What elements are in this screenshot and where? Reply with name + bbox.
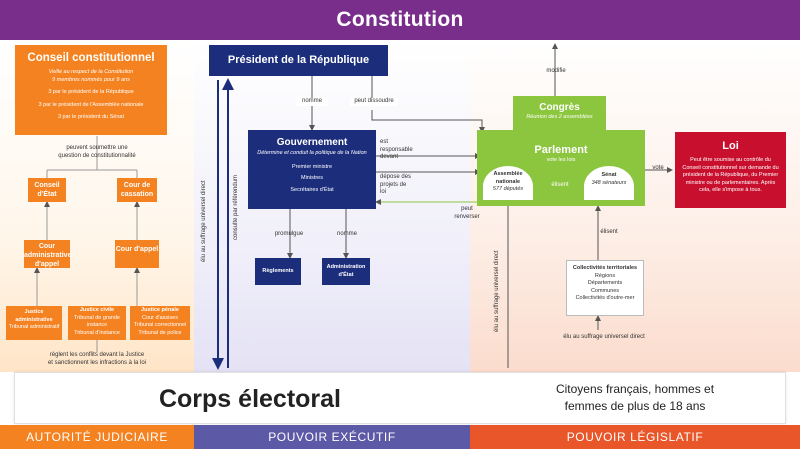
ca-box: Cour d'appel — [115, 240, 159, 268]
coll-line-4: Collectivités d'outre-mer — [575, 295, 635, 301]
elu-direct-label: élu au suffrage universel direct — [201, 180, 207, 262]
congres-box: Congrès Réunion des 2 assemblées — [513, 96, 606, 130]
responsable-label: est responsable devant — [380, 139, 413, 160]
footer-legislative: POUVOIR LÉGISLATIF — [470, 425, 800, 449]
gouvernement-box: Gouvernement Détermine et conduit la pol… — [248, 130, 376, 209]
coll-line-1: Régions — [594, 272, 616, 279]
conseil-etat-box: Conseil d'État — [28, 178, 66, 202]
peut-dissoudre-label: peut dissoudre — [350, 98, 398, 106]
corps-desc-line-2: femmes de plus de 18 ans — [564, 399, 706, 413]
jp-title: Justice pénale — [141, 307, 179, 313]
conseil-line-1: Veille au respect de la Constitution — [48, 69, 134, 75]
reglent-line-2: et sanctionnent les infractions à la loi — [47, 359, 147, 366]
parlement-title: Parlement — [534, 144, 588, 156]
jp-sub-1: Cour d'assises — [142, 314, 178, 321]
constitution-header: Constitution — [0, 0, 800, 40]
elisent-inner-label: élisent — [551, 182, 569, 188]
saisine-label: peuvent soumettre une question de consti… — [40, 145, 154, 160]
senat-sub: 348 sénateurs — [591, 179, 627, 186]
elu-direct-coll-label: élu au suffrage universel direct — [563, 334, 645, 340]
loi-text: Peut être soumise au contrôle du Conseil… — [682, 157, 779, 193]
modifie-label: modifie — [546, 68, 566, 74]
saisine-line-1: peuvent soumettre une — [66, 145, 128, 151]
coll-title: Collectivités territoriales — [572, 265, 638, 271]
corps-electoral-box: Corps électoral Citoyens français, homme… — [14, 372, 786, 424]
corps-title: Corps électoral — [158, 385, 341, 413]
an-sub: 577 députés — [492, 186, 524, 192]
congres-sub: Réunion des 2 assemblées — [526, 114, 593, 120]
jp-sub-2: Tribunal correctionnel — [133, 322, 187, 328]
senat-title: Sénat — [601, 172, 617, 178]
reglent-label: règlent les conflits devant la Justice e… — [20, 352, 174, 367]
conseil-line-4: 3 par le président de l'Assemblée nation… — [38, 101, 144, 108]
collectivites-box: Collectivités territoriales Régions Dépa… — [566, 260, 644, 316]
parlement-sub: vote les lois — [546, 157, 576, 163]
justice-administrative-box: Justice administrative Tribunal administ… — [6, 306, 62, 340]
conseil-line-3: 3 par le président de la République — [48, 89, 134, 95]
footer-executive: POUVOIR EXÉCUTIF — [194, 425, 470, 449]
gouvernement-sub: Détermine et conduit la politique de la … — [257, 150, 367, 156]
depose-label: dépose des projets de loi — [380, 174, 412, 195]
conseil-title: Conseil constitutionnel — [27, 52, 155, 64]
caa-box: Cour administrative d'appel — [24, 240, 70, 268]
justice-penale-box: Justice pénale Cour d'assises Tribunal c… — [130, 306, 190, 340]
footer-judicial: AUTORITÉ JUDICIAIRE — [0, 425, 194, 449]
corps-desc: Citoyens français, hommes et femmes de p… — [485, 381, 785, 415]
assemblee-bubble: Assemblée nationale 577 députés — [483, 166, 533, 200]
gouvernement-line-3: Secrétaires d'État — [290, 186, 334, 193]
president-box: Président de la République — [209, 45, 388, 76]
elu-direct-assemblee-label: élu au suffrage universel direct — [494, 250, 500, 332]
saisine-line-2: question de constitutionnalité — [58, 152, 136, 159]
gouvernement-line-2: Ministres — [300, 175, 323, 181]
gouvernement-title: Gouvernement — [276, 137, 348, 148]
coll-line-3: Communes — [590, 287, 620, 294]
an-title: Assemblée nationale — [493, 171, 523, 185]
conseil-line-5: 3 par le président du Sénat — [57, 114, 125, 120]
reglements-box: Règlements — [255, 258, 301, 285]
congres-title: Congrès — [539, 102, 580, 113]
elisent-label: élisent — [600, 229, 618, 235]
jp-sub-3: Tribunal de police — [138, 329, 182, 336]
corps-desc-line-1: Citoyens français, hommes et — [555, 382, 715, 396]
loi-title: Loi — [722, 140, 739, 152]
reglent-line-1: règlent les conflits devant la Justice — [49, 352, 145, 358]
vote-label: vote — [652, 165, 664, 171]
coll-line-2: Départements — [587, 280, 623, 286]
consulte-label: consulte par référendum — [233, 174, 239, 240]
jc-title: Justice civile — [79, 307, 115, 313]
nomme-2-label: nomme — [336, 231, 357, 237]
ja-title: Justice administrative — [15, 309, 53, 323]
jc-sub-1: Tribunal de grande instance — [74, 314, 120, 329]
peut-renverser-label: peut renverser — [454, 206, 480, 220]
cassation-box: Cour de cassation — [117, 178, 157, 202]
senat-bubble: Sénat 348 sénateurs — [584, 166, 634, 200]
administration-box: Administration d'État — [322, 258, 370, 285]
gouvernement-line-1: Premier ministre — [291, 163, 333, 170]
promulgue-label: promulgue — [274, 231, 304, 237]
loi-box: Loi Peut être soumise au contrôle du Con… — [675, 132, 786, 208]
justice-civile-box: Justice civile Tribunal de grande instan… — [68, 306, 126, 340]
ja-sub: Tribunal administratif — [8, 324, 60, 330]
nomme-label: nomme — [296, 98, 328, 106]
conseil-constitutionnel-box: Conseil constitutionnel Veille au respec… — [15, 45, 167, 135]
jc-sub-2: Tribunal d'instance — [74, 329, 120, 336]
conseil-line-2: 9 membres nommés pour 9 ans — [52, 76, 130, 83]
